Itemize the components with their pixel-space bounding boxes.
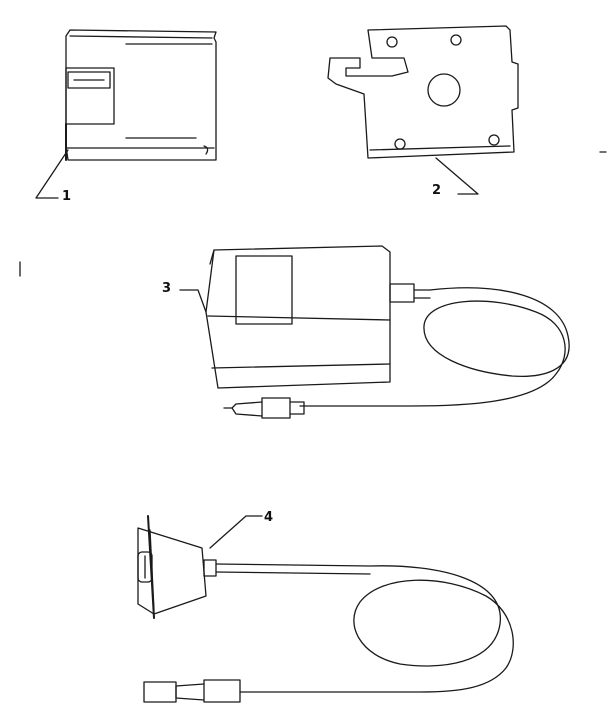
part-1-cover — [66, 30, 216, 160]
leader-line-2 — [436, 158, 478, 194]
part-4-cable — [138, 516, 513, 702]
part-3-adapter — [206, 246, 569, 418]
callout-part-2: 2 — [432, 183, 442, 198]
callout-part-3: 3 — [162, 281, 172, 296]
callout-part-4: 4 — [264, 510, 274, 525]
part-2-plate — [328, 26, 518, 158]
callout-part-1: 1 — [62, 189, 72, 204]
leader-line-4 — [210, 516, 262, 548]
leader-line-3 — [180, 290, 206, 312]
leader-line-1 — [36, 150, 68, 198]
